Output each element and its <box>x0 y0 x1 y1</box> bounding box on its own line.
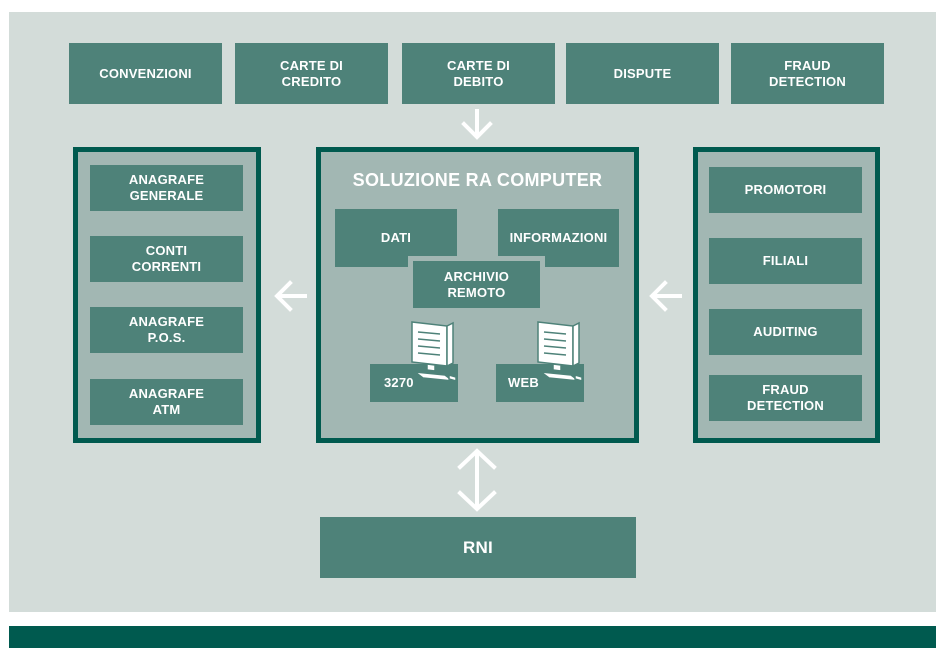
center-frame: SOLUZIONE RA COMPUTER DATI INFORMAZIONI … <box>316 147 639 443</box>
right-frame: PROMOTORI FILIALI AUDITING FRAUD DETECTI… <box>693 147 880 443</box>
arrow-updown-icon <box>457 448 497 512</box>
diagram-panel: CONVENZIONI CARTE DI CREDITO CARTE DI DE… <box>9 12 936 612</box>
box-anagrafe-generale: ANAGRAFE GENERALE <box>90 165 243 211</box>
box-convenzioni: CONVENZIONI <box>69 43 222 104</box>
box-fraud-detection-top: FRAUD DETECTION <box>731 43 884 104</box>
box-conti-correnti: CONTI CORRENTI <box>90 236 243 282</box>
box-anagrafe-pos: ANAGRAFE P.O.S. <box>90 307 243 353</box>
footer-bar <box>9 626 936 648</box>
computer-icon <box>537 321 583 383</box>
box-dati: DATI <box>335 209 457 267</box>
box-promotori: PROMOTORI <box>709 167 862 213</box>
box-anagrafe-atm: ANAGRAFE ATM <box>90 379 243 425</box>
box-auditing: AUDITING <box>709 309 862 355</box>
box-3270: 3270 <box>370 364 458 402</box>
arrow-left-icon <box>274 280 307 312</box>
computer-icon <box>411 321 457 383</box>
box-rni: RNI <box>320 517 636 578</box>
box-web: WEB <box>496 364 584 402</box>
box-carte-di-debito: CARTE DI DEBITO <box>402 43 555 104</box>
box-filiali: FILIALI <box>709 238 862 284</box>
center-title: SOLUZIONE RA COMPUTER <box>352 170 603 190</box>
arrow-left-icon <box>649 280 682 312</box>
box-carte-di-credito: CARTE DI CREDITO <box>235 43 388 104</box>
left-frame: ANAGRAFE GENERALE CONTI CORRENTI ANAGRAF… <box>73 147 261 443</box>
box-dispute: DISPUTE <box>566 43 719 104</box>
box-archivio-remoto: ARCHIVIO REMOTO <box>413 261 540 308</box>
arrow-down-icon <box>461 109 493 140</box>
box-fraud-detection-right: FRAUD DETECTION <box>709 375 862 421</box>
